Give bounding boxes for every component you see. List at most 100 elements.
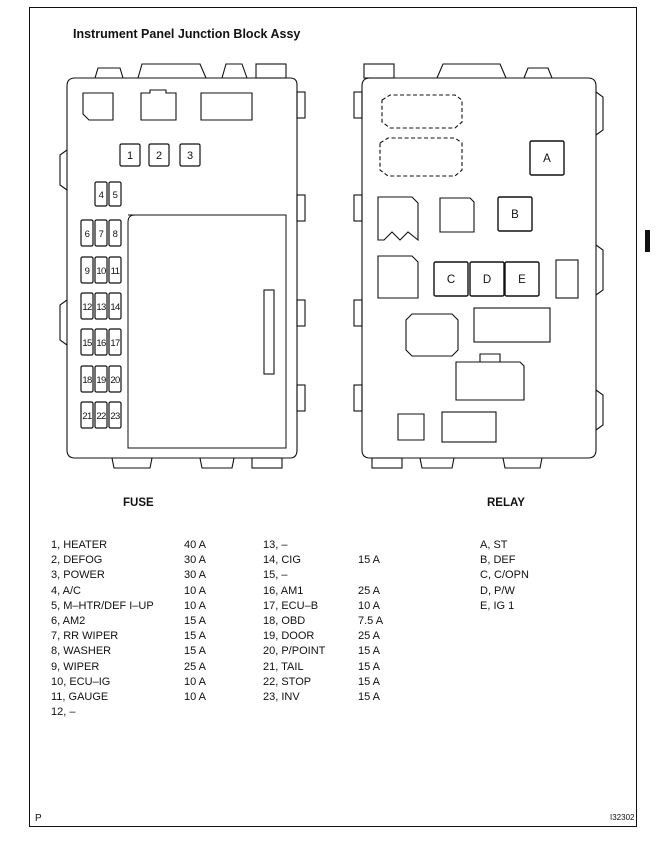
fuse-item: 20, P/POINT <box>263 645 326 658</box>
fuse-10: 10 <box>94 256 108 284</box>
fuse-6-label: 6 <box>85 229 90 240</box>
fuse-20-label: 20 <box>110 375 120 386</box>
fuse-14: 14 <box>108 292 122 320</box>
fuse-item: 6, AM2 <box>51 614 86 627</box>
fuse-5-label: 5 <box>113 190 118 201</box>
fuse-amp-item <box>358 568 383 583</box>
fuse-14-label: 14 <box>110 302 120 313</box>
fuse-amp-item: 10 A <box>184 584 207 597</box>
fuse-20: 20 <box>108 365 122 393</box>
fuse-amp-item: 15 A <box>358 690 381 703</box>
fuse-6: 6 <box>80 219 94 247</box>
relay-e-label: E <box>518 274 526 286</box>
relay-item: E, IG 1 <box>480 599 515 612</box>
relay-c: C <box>433 261 469 297</box>
fuse-12: 12 <box>80 292 94 320</box>
fuse-amp-item: 15 A <box>184 645 207 658</box>
fuse-item: 12, – <box>51 706 76 719</box>
page-frame <box>29 7 637 827</box>
relay-item: C, C/OPN <box>480 569 529 582</box>
fuse-amp-item: 15 A <box>358 675 381 688</box>
relay-b-label: B <box>511 209 519 221</box>
fuse-7: 7 <box>94 219 108 247</box>
fuse-amp-column-1: 40 A 30 A 30 A 10 A 10 A 15 A 15 A 15 A 25 A 10 A… <box>184 538 206 705</box>
fuse-amp-item: 25 A <box>358 584 381 597</box>
fuse-15-label: 15 <box>82 338 92 349</box>
fuse-item: 2, DEFOG <box>51 554 103 567</box>
fuse-10-label: 10 <box>96 266 106 277</box>
edge-marker <box>645 230 650 252</box>
fuse-item: 18, OBD <box>263 614 306 627</box>
relay-b: B <box>497 196 533 232</box>
fuse-17: 17 <box>108 328 122 356</box>
figure-id: I32302 <box>610 813 635 822</box>
relay-c-label: C <box>447 274 455 286</box>
fuse-item: 7, RR WIPER <box>51 630 119 643</box>
fuse-amp-item: 10 A <box>184 690 207 703</box>
fuse-8-label: 8 <box>113 229 118 240</box>
fuse-amp-item: 10 A <box>358 599 381 612</box>
fuse-2-label: 2 <box>156 150 162 162</box>
fuse-8: 8 <box>108 219 122 247</box>
fuse-13: 13 <box>94 292 108 320</box>
fuse-2: 2 <box>148 143 170 167</box>
fuse-18: 18 <box>80 365 94 393</box>
fuse-3-label: 3 <box>187 150 193 162</box>
fuse-5: 5 <box>108 181 122 207</box>
fuse-18-label: 18 <box>82 375 92 386</box>
fuse-amp-item: 25 A <box>184 660 207 673</box>
fuse-amp-item: 25 A <box>358 630 381 643</box>
fuse-item: 19, DOOR <box>263 630 315 643</box>
fuse-amp-item: 15 A <box>184 630 207 643</box>
fuse-13-label: 13 <box>96 302 106 313</box>
fuse-heading: FUSE <box>123 497 154 509</box>
relay-a: A <box>529 140 565 176</box>
fuse-item: 21, TAIL <box>263 660 304 673</box>
fuse-item: 15, – <box>263 569 288 582</box>
fuse-12-label: 12 <box>82 302 92 313</box>
fuse-1-label: 1 <box>127 150 133 162</box>
fuse-1: 1 <box>119 143 141 167</box>
fuse-22: 22 <box>94 401 108 429</box>
fuse-amp-item: 15 A <box>358 645 381 658</box>
fuse-item: 4, A/C <box>51 584 81 597</box>
fuse-amp-item: 15 A <box>358 554 381 567</box>
fuse-amp-item: 30 A <box>184 554 207 567</box>
fuse-23: 23 <box>108 401 122 429</box>
fuse-item: 14, CIG <box>263 554 301 567</box>
relay-d: D <box>469 261 505 297</box>
fuse-11: 11 <box>108 256 122 284</box>
fuse-21: 21 <box>80 401 94 429</box>
fuse-item: 10, ECU–IG <box>51 675 111 688</box>
fuse-item: 1, HEATER <box>51 539 108 551</box>
fuse-3: 3 <box>179 143 201 167</box>
relay-item: A, ST <box>480 539 508 551</box>
fuse-22-label: 22 <box>96 411 106 422</box>
fuse-11-label: 11 <box>111 266 120 277</box>
fuse-23-label: 23 <box>110 411 120 422</box>
fuse-item: 22, STOP <box>263 675 312 688</box>
fuse-item: 8, WASHER <box>51 645 112 658</box>
relay-item: B, DEF <box>480 554 516 567</box>
relay-d-label: D <box>483 274 491 286</box>
fuse-amp-item: 30 A <box>184 569 207 582</box>
fuse-item: 23, INV <box>263 690 300 703</box>
fuse-16-label: 16 <box>96 338 106 349</box>
fuse-item: 9, WIPER <box>51 660 100 673</box>
relay-a-label: A <box>543 153 551 165</box>
fuse-16: 16 <box>94 328 108 356</box>
right-block-outline <box>353 63 604 469</box>
fuse-amp-item: 10 A <box>184 675 207 688</box>
fuse-amp-item: 15 A <box>184 614 207 627</box>
fuse-item: 11, GAUGE <box>51 690 109 703</box>
fuse-4: 4 <box>94 181 108 207</box>
fuse-21-label: 21 <box>82 411 92 422</box>
fuse-amp-item: 7.5 A <box>358 614 384 627</box>
fuse-amp-item: 40 A <box>184 539 207 551</box>
fuse-amp-item: 10 A <box>184 599 207 612</box>
